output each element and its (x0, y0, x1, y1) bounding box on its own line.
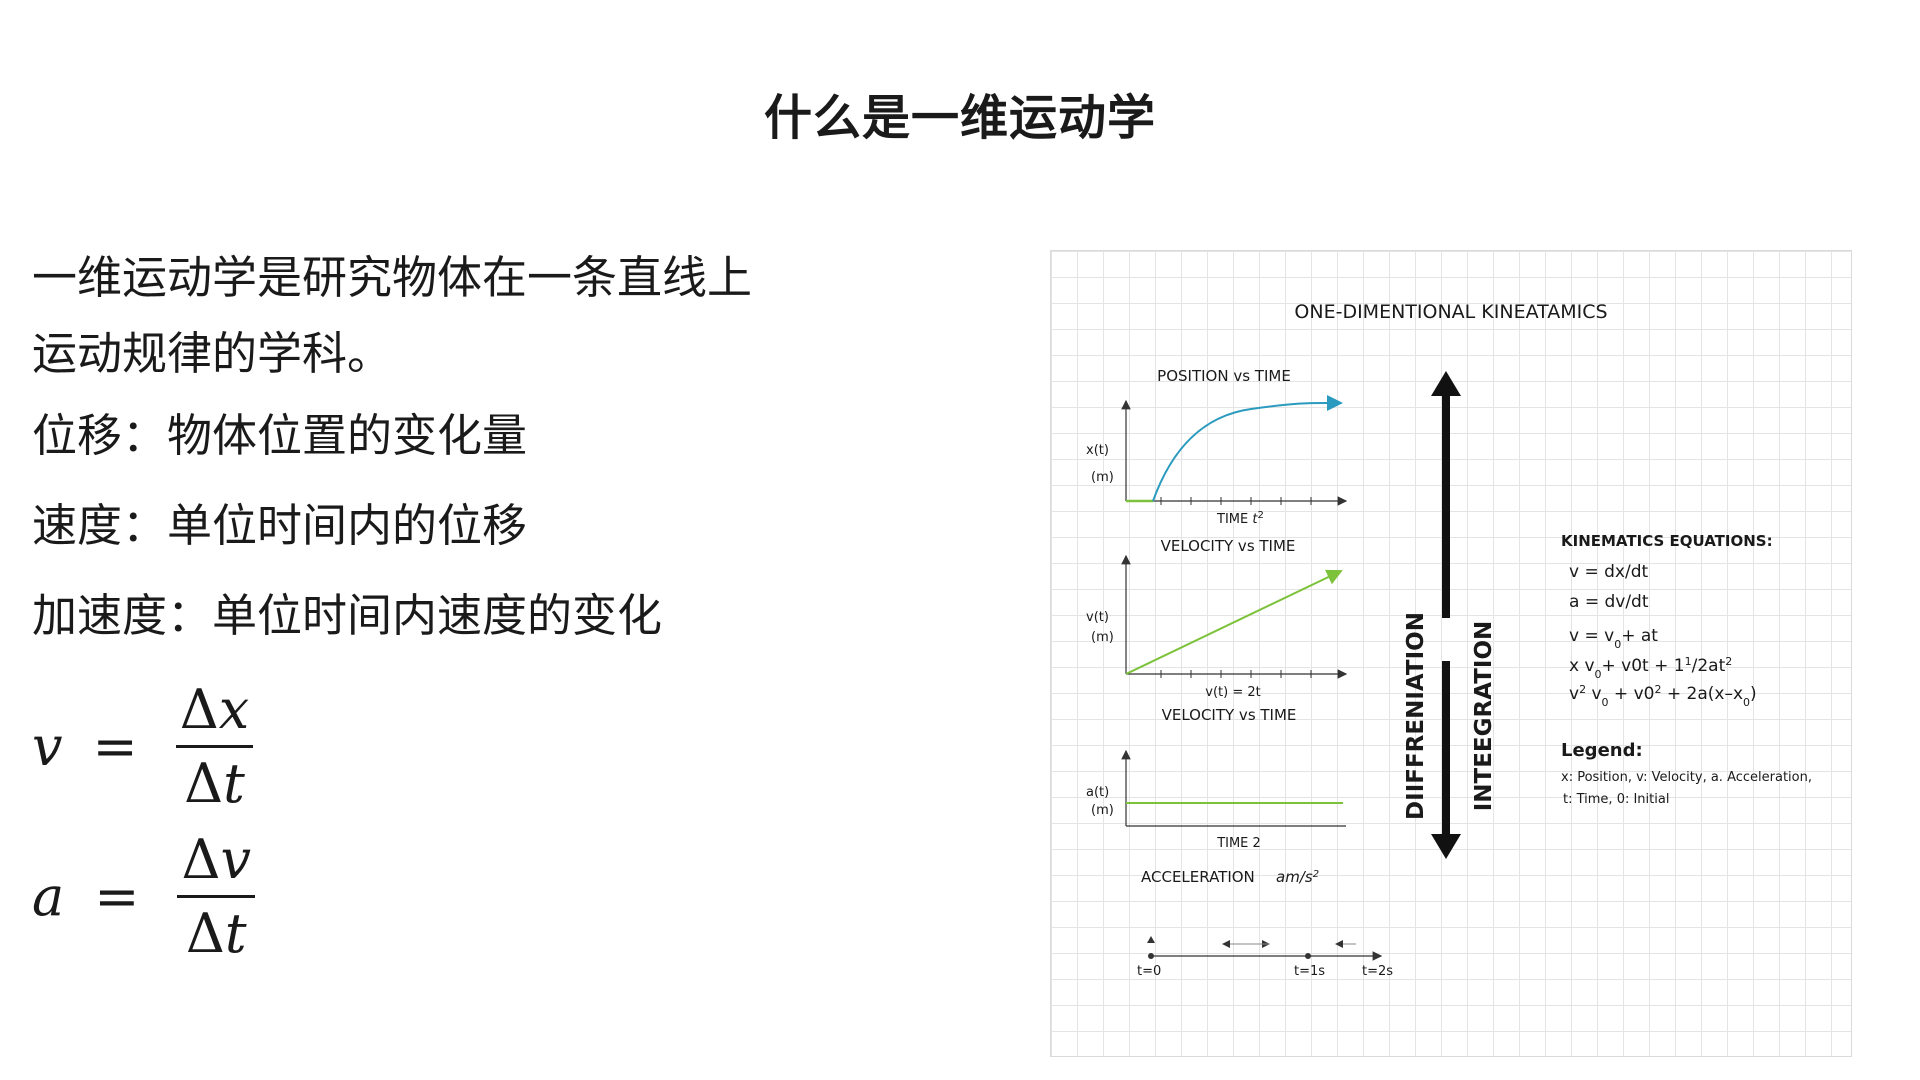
equations-title: KINEMATICS EQUATIONS: (1561, 532, 1773, 550)
fraction-numerator: Δv (177, 828, 255, 898)
plot-title: VELOCITY vs TIME (1162, 706, 1297, 724)
figure-title: ONE-DIMENTIONAL KINEATAMICS (1294, 301, 1607, 323)
integration-arrow (1431, 661, 1461, 859)
kinematics-figure-svg: ONE-DIMENTIONAL KINEATAMICS POSITION vs … (1086, 301, 1812, 979)
slide-title: 什么是一维运动学 (763, 90, 1156, 146)
formula-lhs: a (32, 864, 65, 928)
y-unit: (m) (1091, 630, 1114, 645)
position-curve (1152, 394, 1343, 502)
equation-2: a = dv/dt (1569, 592, 1649, 612)
acceleration-time-plot: VELOCITY vs TIME a(t) (m) TIME 2 (1086, 706, 1346, 851)
definition-velocity: 速度：单位时间内的位移 (32, 499, 528, 552)
differentiation-label: DIIFFRENIATION (1403, 612, 1429, 820)
x-label: v(t) = 2t (1205, 685, 1260, 700)
formula-lhs: v (32, 714, 63, 778)
plot-title: POSITION vs TIME (1157, 367, 1291, 385)
fraction-denominator: Δt (184, 751, 245, 815)
y-label: a(t) (1086, 785, 1109, 800)
legend-title: Legend: (1561, 740, 1643, 761)
intro-line-2: 运动规律的学科。 (32, 327, 393, 380)
formula-equals: = (94, 864, 140, 928)
kinematics-figure: ONE-DIMENTIONAL KINEATAMICS POSITION vs … (1050, 250, 1852, 1057)
velocity-formula: v = Δx Δt (32, 676, 812, 816)
velocity-line (1125, 569, 1343, 675)
timeline-dot (1305, 953, 1311, 959)
legend-line-2: t: Time, 0: Initial (1563, 792, 1669, 807)
equation-3: v = v0+ at (1569, 626, 1658, 651)
y-unit: (m) (1091, 470, 1114, 485)
intro-paragraph: 一维运动学是研究物体在一条直线上 运动规律的学科。 (32, 240, 812, 392)
timeline-dot (1148, 953, 1154, 959)
y-label: v(t) (1086, 610, 1109, 625)
x-axis-ticks (1160, 670, 1312, 678)
fraction-numerator: Δx (175, 678, 254, 748)
formula-fraction: Δv Δt (177, 828, 255, 965)
equation-5: v2 v0 + v02 + 2a(x–x0) (1569, 683, 1757, 709)
acceleration-formula: a = Δv Δt (32, 826, 812, 966)
content-column: 一维运动学是研究物体在一条直线上 运动规律的学科。 位移：物体位置的变化量 速度… (32, 240, 812, 966)
up-arrow-icon (1431, 371, 1461, 618)
formula-equals: = (92, 714, 138, 778)
velocity-time-plot: VELOCITY vs TIME v(t) (m) v(t) = 2t (1086, 537, 1348, 700)
legend-line-1: x: Position, v: Velocity, a. Acceleratio… (1561, 770, 1812, 785)
x-label: TIME 2 (1216, 836, 1261, 851)
timeline-label: t=2s (1362, 964, 1393, 979)
equation-1: v = dx/dt (1569, 562, 1648, 582)
integration-label: INTEEGRATION (1471, 621, 1497, 812)
acceleration-label: ACCELERATION (1141, 868, 1255, 886)
timeline-label: t=0 (1137, 964, 1161, 979)
fraction-denominator: Δt (185, 901, 247, 965)
definition-displacement: 位移：物体位置的变化量 (32, 409, 528, 462)
legend: Legend: x: Position, v: Velocity, a. Acc… (1561, 740, 1812, 807)
timeline-up-arrow (1147, 936, 1155, 943)
x-label: TIME t2 (1216, 510, 1264, 528)
acceleration-unit: am/s2 (1276, 868, 1319, 886)
definition-acceleration: 加速度：单位时间内速度的变化 (32, 589, 663, 642)
down-arrow-icon (1431, 661, 1461, 859)
equation-4: x v0+ v0t + 11/2at2 (1569, 655, 1732, 681)
differentiation-arrow (1431, 371, 1461, 618)
y-unit: (m) (1091, 803, 1114, 818)
y-label: x(t) (1086, 443, 1109, 458)
timeline: t=0 t=1s t=2s (1137, 936, 1393, 979)
timeline-label: t=1s (1294, 964, 1325, 979)
plot-title: VELOCITY vs TIME (1161, 537, 1296, 555)
position-time-plot: POSITION vs TIME x(t) (m) TIME t2 (1086, 367, 1348, 528)
x-axis-ticks (1160, 497, 1312, 505)
formula-fraction: Δx Δt (175, 678, 254, 815)
intro-line-1: 一维运动学是研究物体在一条直线上 (32, 251, 753, 304)
kinematics-equations: KINEMATICS EQUATIONS: v = dx/dt a = dv/d… (1561, 532, 1773, 709)
